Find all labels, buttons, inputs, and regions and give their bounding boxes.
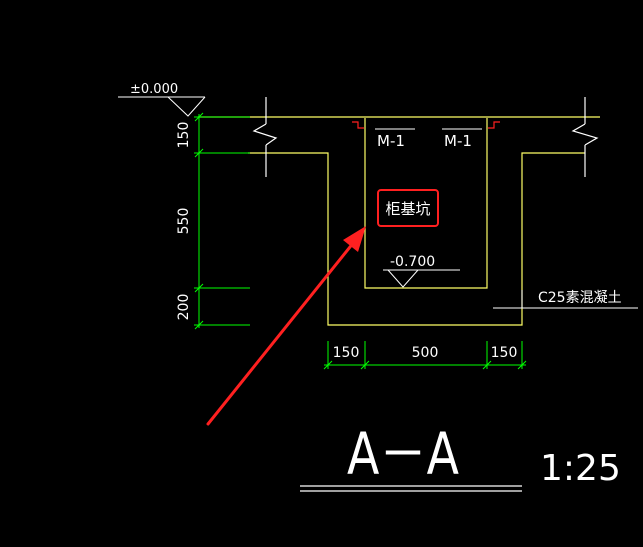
pit-inner-outline bbox=[364, 118, 488, 289]
elevation-marker-top: ±0.000 bbox=[118, 82, 206, 117]
structure-outline bbox=[198, 116, 600, 326]
dim-horizontal-150-right: 150 bbox=[491, 345, 518, 361]
door-right-text: M-1 bbox=[444, 132, 472, 150]
material-label: C25素混凝土 bbox=[538, 290, 622, 306]
dim-vertical-150: 150 bbox=[176, 122, 192, 149]
dim-vertical-200: 200 bbox=[176, 294, 192, 321]
scale-label: 1:25 bbox=[540, 448, 621, 489]
elevation-marker-pit: -0.700 bbox=[383, 254, 460, 288]
horizontal-dimension-chain bbox=[323, 341, 527, 370]
annotation-arrow bbox=[206, 226, 366, 426]
dim-vertical-550: 550 bbox=[176, 208, 192, 235]
pit-label-group: 柜基坑 bbox=[377, 189, 439, 227]
door-mark-right bbox=[488, 121, 500, 129]
break-line-left bbox=[252, 97, 278, 177]
pit-outer-outline bbox=[248, 152, 585, 326]
section-title: A－A bbox=[347, 420, 459, 488]
break-line-right bbox=[571, 97, 599, 177]
door-label-left: M-1 bbox=[375, 128, 415, 150]
vertical-dimension-chain bbox=[194, 112, 250, 330]
elevation-top-label: ±0.000 bbox=[130, 82, 178, 97]
door-left-text: M-1 bbox=[377, 132, 405, 150]
pit-label-highlight-box bbox=[377, 189, 439, 227]
dim-horizontal-150-left: 150 bbox=[333, 345, 360, 361]
pit-label-text: 柜基坑 bbox=[385, 200, 430, 218]
material-leader: C25素混凝土 bbox=[493, 290, 638, 309]
door-mark-left bbox=[352, 121, 364, 129]
elevation-pit-label: -0.700 bbox=[390, 254, 435, 270]
door-label-right: M-1 bbox=[442, 128, 482, 150]
arrow-head-icon bbox=[343, 226, 366, 252]
section-title-group: A－A 1:25 bbox=[300, 420, 621, 492]
dim-horizontal-500: 500 bbox=[412, 345, 439, 361]
